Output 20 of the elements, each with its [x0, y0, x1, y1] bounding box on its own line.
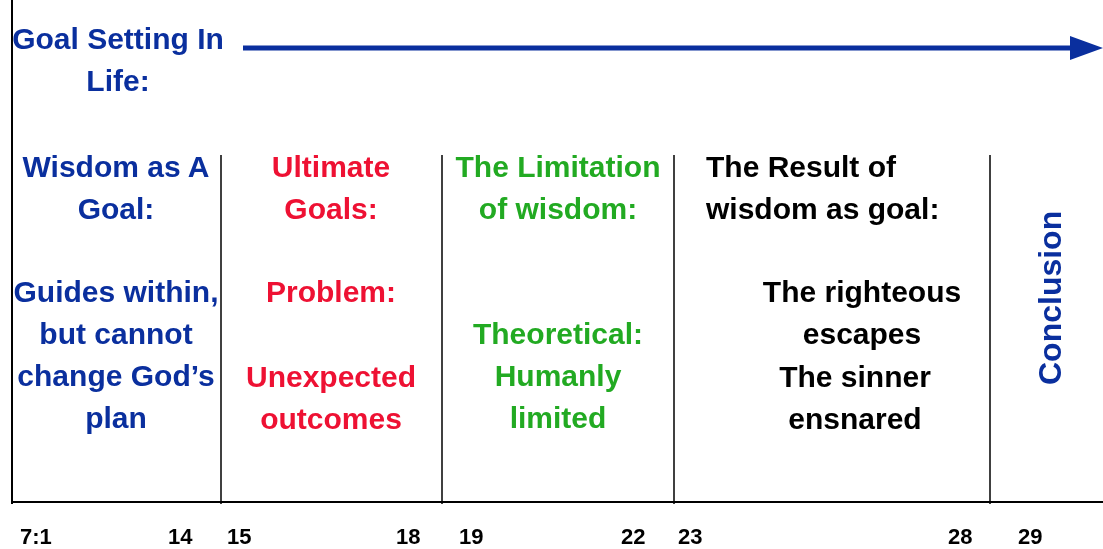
verse-number: 19 [459, 524, 484, 549]
verse-number: 28 [948, 524, 973, 549]
column-text: Problem: [265, 274, 397, 310]
verse-number: 14 [168, 524, 193, 549]
verse-number: 29 [1018, 524, 1043, 549]
column-heading: The Limitation of wisdom: [454, 149, 662, 227]
column-text: Theoretical: Humanly limited [471, 316, 644, 436]
verse-number: 7:1 [20, 524, 52, 549]
column-heading: Ultimate Goals: [270, 149, 392, 227]
verse-number: 22 [621, 524, 646, 549]
column-text: The sinner ensnared [778, 359, 932, 437]
verse-number: 18 [396, 524, 421, 549]
verse-number: 15 [227, 524, 252, 549]
column-text: The righteous escapes [761, 274, 963, 352]
title: Goal Setting In Life: [11, 21, 225, 99]
column-text: Unexpected outcomes [244, 359, 418, 437]
column-text: Guides within, but cannot change God’s plan [12, 274, 220, 436]
column-heading: Wisdom as A Goal: [21, 149, 211, 227]
column-heading: The Result of wisdom as goal: [706, 149, 941, 227]
verse-number: 23 [678, 524, 703, 549]
